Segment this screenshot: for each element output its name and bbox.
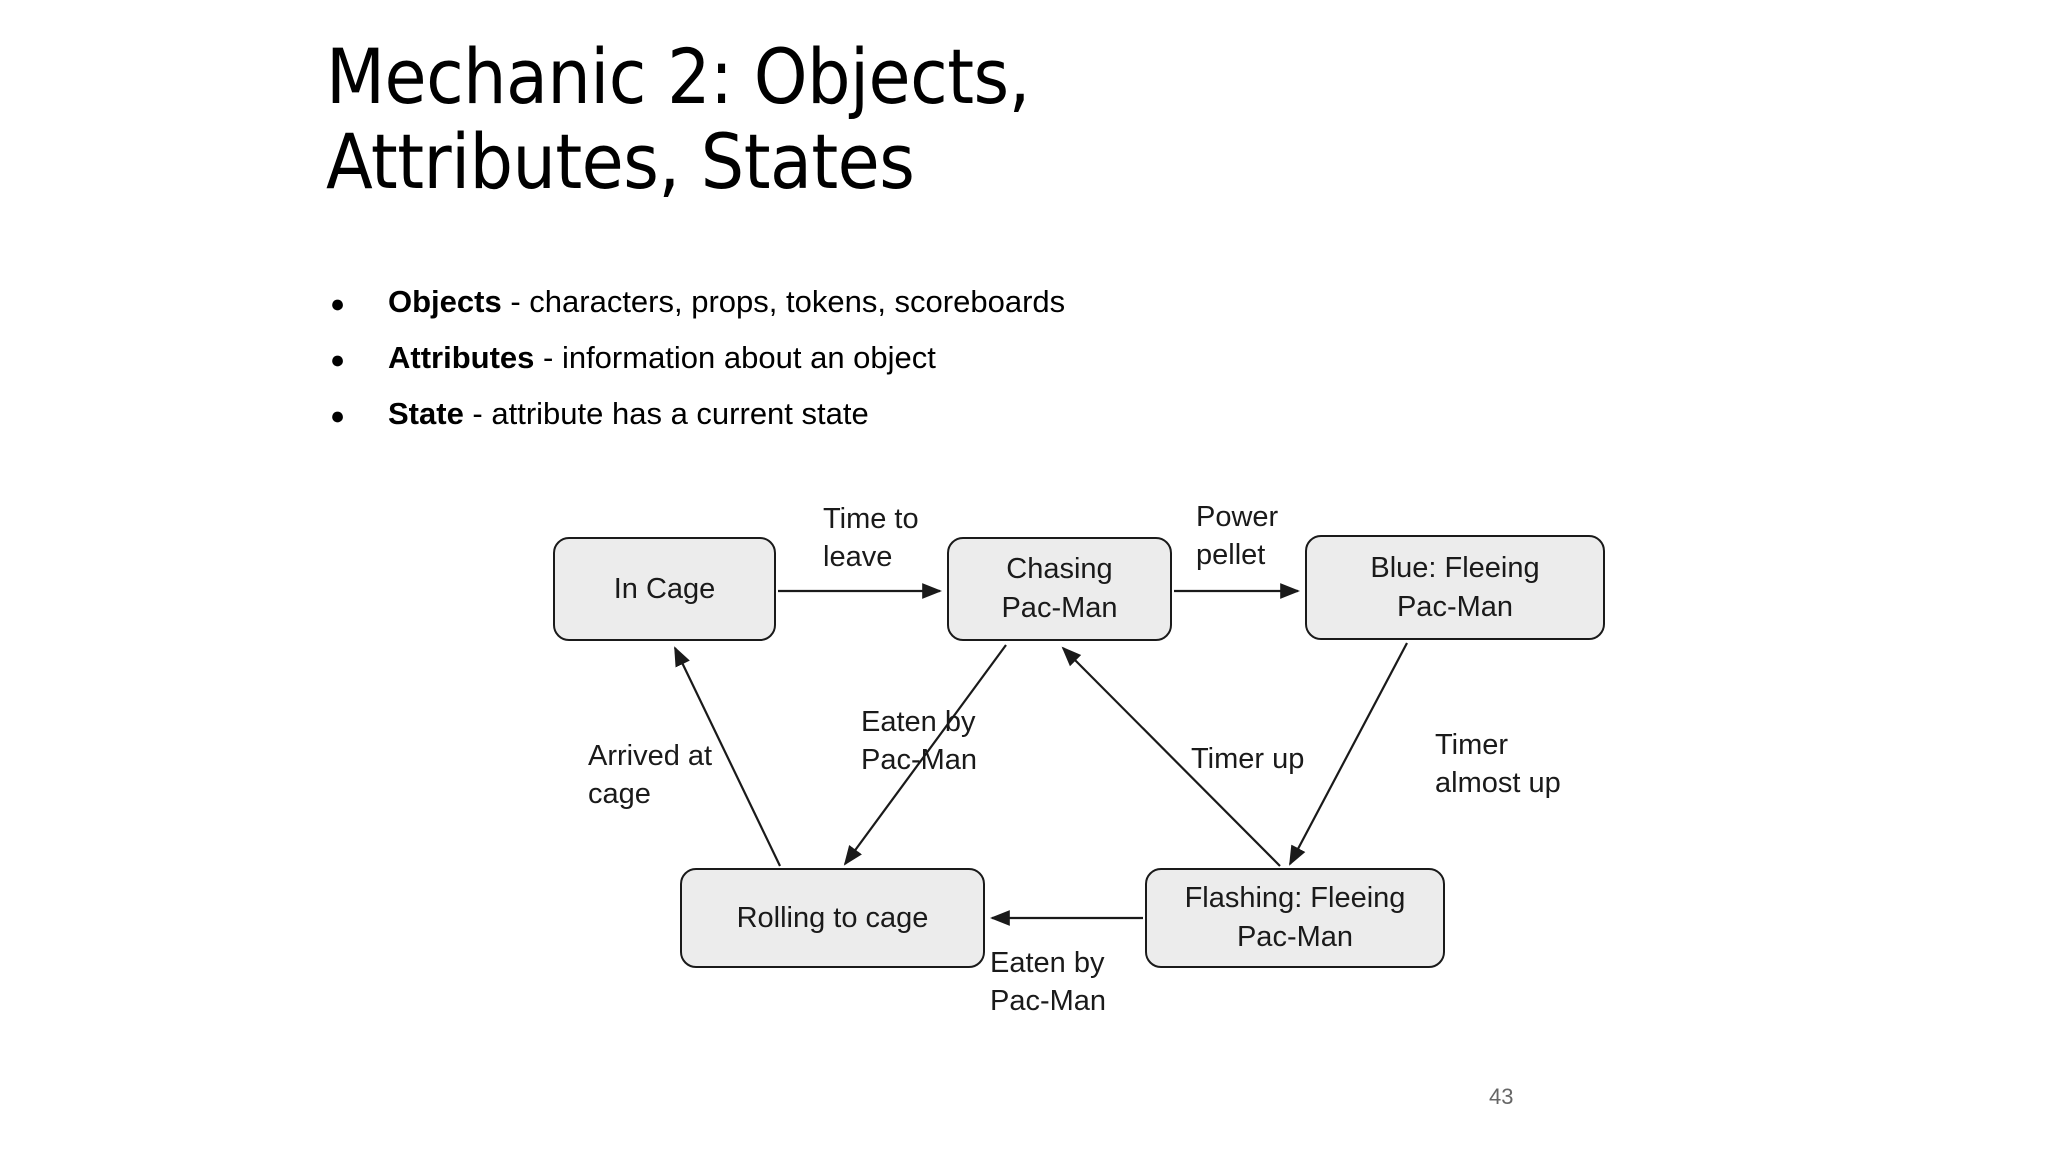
bullet-dot-icon: ● (330, 346, 346, 374)
state-node-label: In Cage (613, 572, 716, 605)
edge-blue-fleeing-to-flashing (1289, 642, 1408, 866)
list-item: ● Attributes - information about an obje… (330, 331, 1730, 387)
state-node-label: Blue: Fleeing Pac-Man (1370, 551, 1540, 623)
bullet-dot-icon: ● (330, 402, 346, 430)
state-node-rolling-to-cage[interactable]: Rolling to cage (680, 868, 985, 968)
list-item: ● State - attribute has a current state (330, 387, 1730, 443)
edge-label-power-pellet: Power pellet (1196, 501, 1279, 571)
list-item-term: Objects (388, 284, 502, 319)
bullet-dot-icon: ● (330, 290, 346, 318)
state-node-label: Chasing Pac-Man (1001, 553, 1118, 624)
state-node-chasing-pac-man[interactable]: Chasing Pac-Man (947, 537, 1172, 641)
list-item-term: Attributes (388, 340, 535, 375)
list-item-term: State (388, 396, 464, 431)
list-item-text: Attributes - information about an object (388, 331, 936, 384)
page-title: Mechanic 2: Objects, Attributes, States (326, 32, 1030, 207)
edge-label-eaten-by-pac-man-top: Eaten by Pac-Man (861, 706, 978, 776)
page-number: 43 (1489, 1084, 1514, 1109)
state-node-label: Flashing: Fleeing Pac-Man (1184, 882, 1406, 953)
state-node-label: Rolling to cage (736, 901, 929, 934)
list-item-rest: - information about an object (534, 340, 936, 375)
state-node-flashing-fleeing-pac-man[interactable]: Flashing: Fleeing Pac-Man (1145, 868, 1445, 968)
edge-label-time-to-leave: Time to leave (823, 503, 919, 573)
edge-label-arrived-at-cage: Arrived at cage (588, 740, 713, 810)
edge-label-timer-almost-up: Timer almost up (1435, 729, 1561, 799)
bullet-list: ● Objects - characters, props, tokens, s… (330, 275, 1730, 443)
list-item-text: Objects - characters, props, tokens, sco… (388, 275, 1065, 328)
list-item-rest: - characters, props, tokens, scoreboards (501, 284, 1066, 319)
list-item-text: State - attribute has a current state (388, 387, 869, 440)
state-node-blue-fleeing-pac-man[interactable]: Blue: Fleeing Pac-Man (1305, 535, 1605, 640)
edge-label-timer-up: Timer up (1191, 743, 1305, 775)
edge-label-eaten-by-pac-man-bottom: Eaten by Pac-Man (990, 947, 1107, 1017)
state-node-in-cage[interactable]: In Cage (553, 537, 776, 641)
list-item-rest: - attribute has a current state (463, 396, 869, 431)
list-item: ● Objects - characters, props, tokens, s… (330, 275, 1730, 331)
